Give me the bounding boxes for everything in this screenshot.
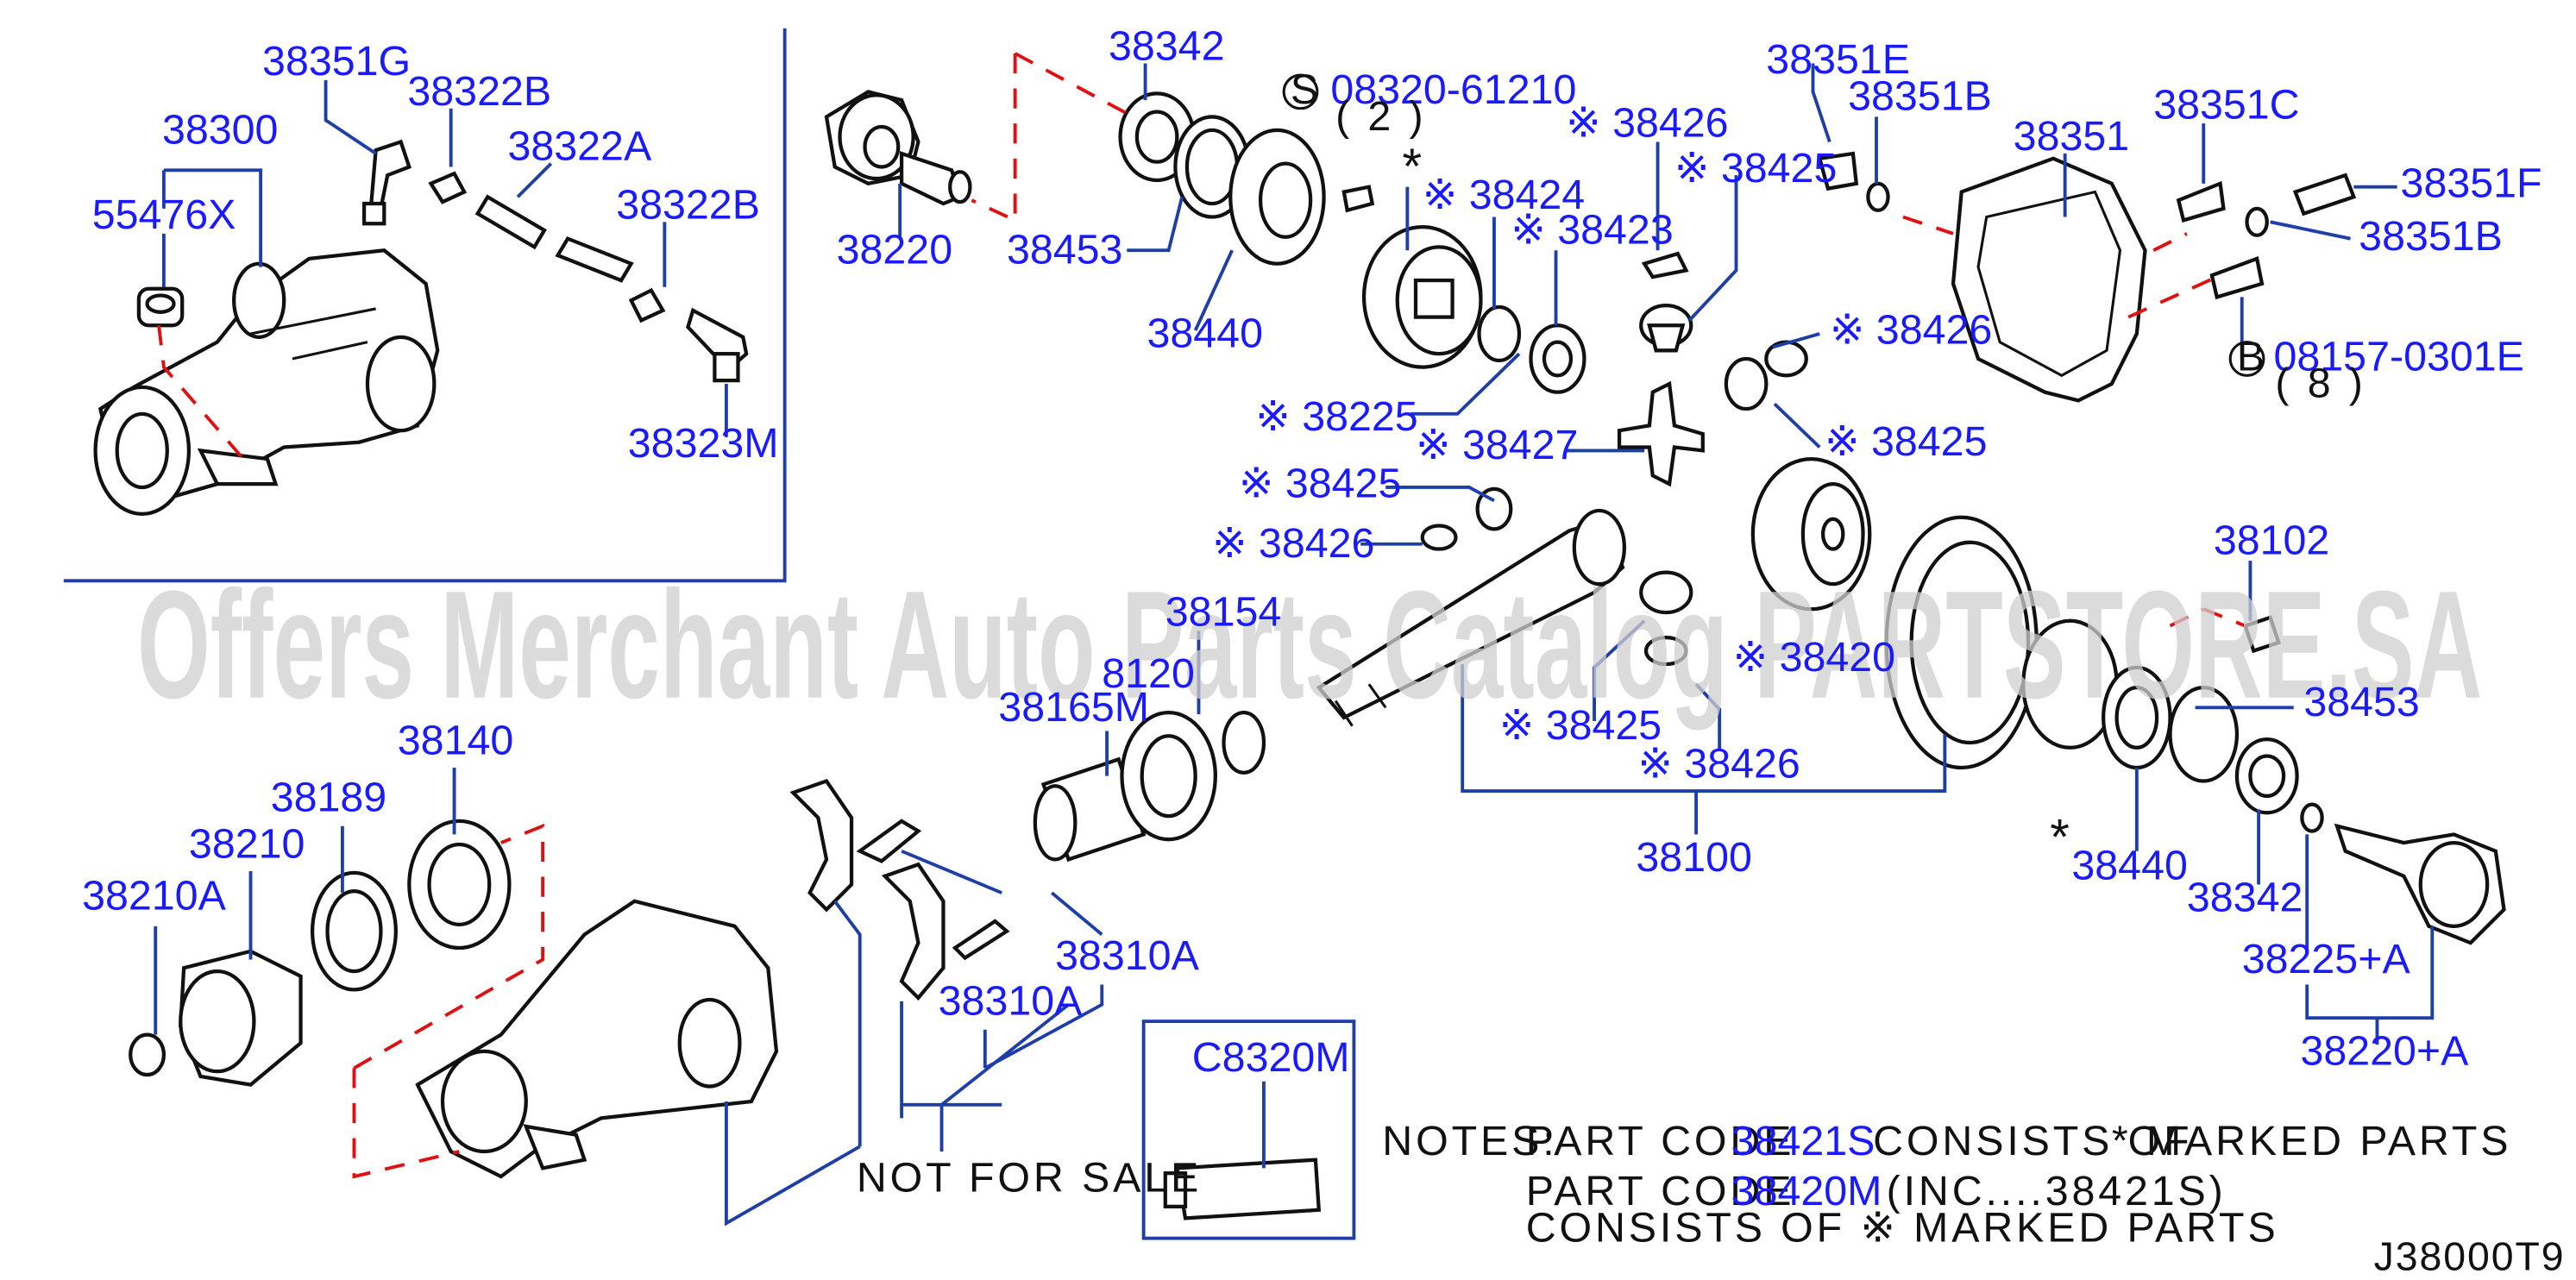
- part-label-38300[interactable]: 38300: [162, 106, 278, 153]
- part-label-38423[interactable]: ※ 38423: [1511, 206, 1673, 253]
- part-label-38426[interactable]: ※ 38426: [1566, 100, 1728, 147]
- part-label-38189[interactable]: 38189: [271, 774, 386, 820]
- sealant-tube-drawing: [1141, 1020, 1356, 1240]
- part-label-55476X[interactable]: 55476X: [92, 191, 236, 238]
- part-label-38310A-2[interactable]: 38310A: [939, 977, 1083, 1024]
- notes-line1-part-code: PART CODE: [1526, 1118, 1795, 1164]
- part-label-38154[interactable]: 38154: [1165, 589, 1281, 636]
- part-label-38426-3[interactable]: ※ 38426: [1212, 520, 1374, 567]
- part-label-38210A[interactable]: 38210A: [82, 872, 226, 919]
- part-label-38425-3[interactable]: ※ 38425: [1239, 461, 1401, 507]
- notes-line2-inc: (INC....38421S): [1887, 1168, 2227, 1214]
- side-bearing-right-drawing: [2021, 615, 2506, 945]
- part-labels: 38351G 38322B 38300 38322A 55476X 38322B…: [82, 23, 2541, 1202]
- front-bearing-drawing: [1118, 91, 1326, 266]
- notes-block: NOTES: PART CODE 38421S CONSISTS OF * MA…: [1382, 1118, 2512, 1252]
- part-label-C8320M[interactable]: C8320M: [1192, 1034, 1350, 1081]
- part-label-38453-2[interactable]: 38453: [2303, 679, 2419, 725]
- part-label-38120[interactable]: 8120: [1102, 650, 1195, 697]
- notes-line1-marked: * MARKED PARTS: [2112, 1118, 2512, 1164]
- part-label-38424[interactable]: ※ 38424: [1423, 172, 1585, 218]
- part-label-38322B-2[interactable]: 38322B: [616, 181, 760, 228]
- part-label-38310A[interactable]: 38310A: [1055, 932, 1199, 979]
- part-label-38425-2[interactable]: ※ 38425: [1825, 418, 1987, 465]
- notes-code-38421S[interactable]: 38421S: [1731, 1118, 1875, 1164]
- leader-lines: [154, 63, 2435, 1227]
- part-label-38453[interactable]: 38453: [1007, 227, 1122, 273]
- pinion-gears-drawing: [1420, 251, 1872, 667]
- part-label-38351E[interactable]: 38351E: [1766, 36, 1910, 83]
- part-label-38220A[interactable]: 38220+A: [2300, 1027, 2469, 1074]
- ring-gear-drawing: [1884, 515, 2039, 770]
- companion-flange-drawing: [824, 90, 972, 206]
- part-label-08320-61210[interactable]: 08320-61210: [1330, 66, 1576, 113]
- differential-assembly-drawing: [93, 248, 440, 517]
- s-symbol-circle: [1282, 73, 1319, 110]
- pinion-bearing-spacer-drawing: [1033, 711, 1266, 863]
- part-label-38440-2[interactable]: 38440: [2071, 843, 2187, 889]
- notes-line2-part-code: PART CODE: [1526, 1168, 1795, 1214]
- part-label-38342[interactable]: 38342: [1109, 23, 1224, 70]
- part-label-38342-2[interactable]: 38342: [2187, 874, 2303, 920]
- part-label-38351C[interactable]: 38351C: [2153, 81, 2299, 128]
- part-label-38420[interactable]: ※ 38420: [1733, 634, 1895, 681]
- star-marker-2: *: [2050, 810, 2072, 866]
- notes-line3: CONSISTS OF ※ MARKED PARTS: [1526, 1204, 2279, 1251]
- part-label-38351B-2[interactable]: 38351B: [2359, 213, 2503, 260]
- part-label-38225[interactable]: ※ 38225: [1255, 393, 1417, 440]
- b-symbol: B: [2237, 334, 2265, 380]
- part-label-38351F[interactable]: 38351F: [2401, 160, 2542, 206]
- part-label-38440[interactable]: 38440: [1147, 310, 1263, 356]
- notes-code-38420M[interactable]: 38420M: [1731, 1168, 1882, 1214]
- part-label-38427[interactable]: ※ 38427: [1416, 422, 1578, 468]
- carrier-housing-drawing: [415, 899, 779, 1179]
- installation-dashes: [157, 52, 2246, 1179]
- watermark: Offers Merchant Auto Parts Catalog PARTS…: [137, 559, 2482, 731]
- part-label-38351G[interactable]: 38351G: [262, 38, 411, 85]
- part-label-38210[interactable]: 38210: [189, 820, 305, 867]
- diagram-code: J38000T9: [2374, 1233, 2566, 1278]
- bearing-caps-drawing: [789, 778, 1010, 1001]
- part-label-38425-4[interactable]: ※ 38425: [1499, 702, 1662, 749]
- part-label-38426-4[interactable]: ※ 38426: [1637, 741, 1800, 787]
- part-label-38323M[interactable]: 38323M: [628, 420, 779, 467]
- part-label-38165M[interactable]: 38165M: [998, 684, 1149, 731]
- part-label-38351B[interactable]: 38351B: [1848, 73, 1992, 120]
- part-label-38322B[interactable]: 38322B: [407, 68, 551, 115]
- part-label-38140[interactable]: 38140: [398, 718, 513, 764]
- part-label-38220[interactable]: 38220: [837, 227, 952, 273]
- part-label-38351[interactable]: 38351: [2014, 113, 2129, 160]
- notes-line1-consists: CONSISTS OF: [1873, 1118, 2192, 1164]
- part-label-08157-0301E[interactable]: 08157-0301E: [2274, 334, 2524, 380]
- not-for-sale-label: NOT FOR SALE: [857, 1154, 1202, 1201]
- notes-title: NOTES:: [1382, 1118, 1557, 1164]
- bolt-quantity: ( 2 ): [1335, 93, 1426, 140]
- pinion-flange-bottom-drawing: [129, 819, 512, 1087]
- part-label-38225A[interactable]: 38225+A: [2242, 936, 2411, 982]
- drive-pinion-drawing: [1316, 508, 1626, 727]
- part-label-38100[interactable]: 38100: [1636, 834, 1751, 881]
- part-label-38322A[interactable]: 38322A: [507, 123, 651, 170]
- b-symbol-circle: [2228, 341, 2265, 377]
- star-marker: *: [1403, 139, 1425, 195]
- part-label-38425[interactable]: ※ 38425: [1674, 145, 1837, 191]
- s-symbol: S: [1291, 66, 1318, 113]
- rear-cover-drawing: [1817, 151, 2357, 403]
- part-label-38426-2[interactable]: ※ 38426: [1830, 307, 1992, 354]
- cover-bolt-quantity: ( 8 ): [2275, 360, 2366, 406]
- inset-frame: [63, 28, 787, 583]
- part-label-38102[interactable]: 38102: [2214, 517, 2329, 563]
- breather-hose-drawing: [361, 139, 749, 383]
- diff-case-drawing: [1341, 185, 1586, 394]
